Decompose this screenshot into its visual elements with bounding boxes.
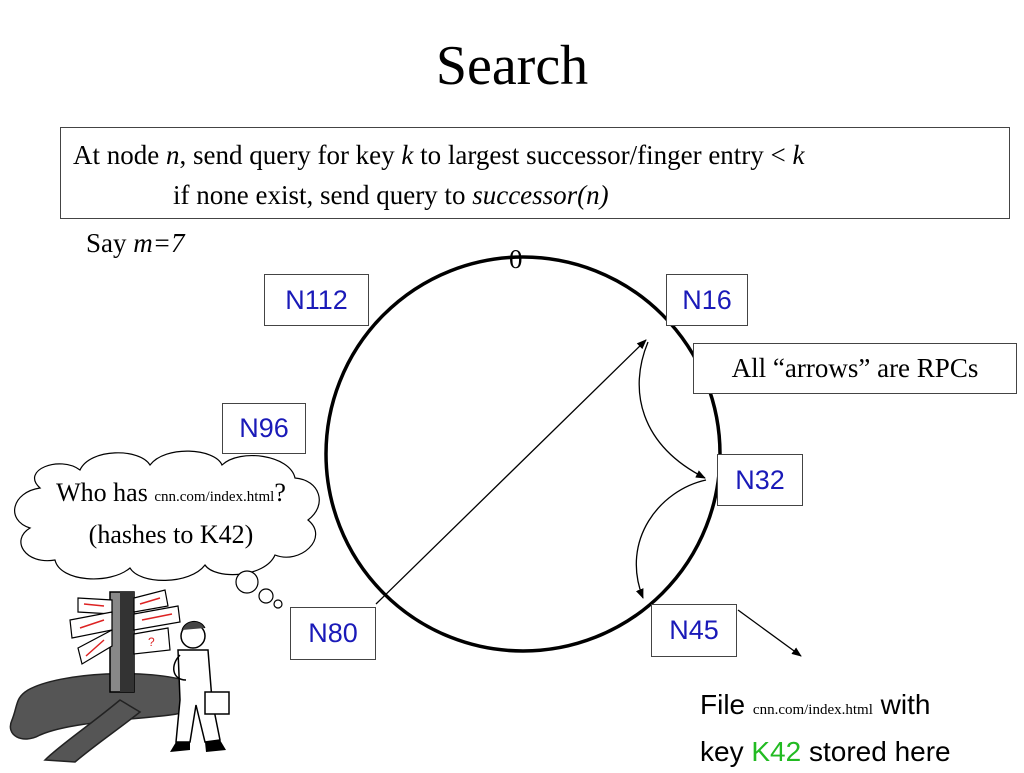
node-n32: N32: [717, 454, 803, 506]
thought-bubble-dot: [273, 599, 283, 609]
rpc-note-box: All “arrows” are RPCs: [693, 343, 1017, 394]
file-note-text: key: [700, 736, 752, 767]
node-n45: N45: [651, 604, 737, 657]
file-storage-note: File cnn.com/index.html with key K42 sto…: [700, 684, 1020, 773]
rule-text: , send query for key: [179, 140, 402, 170]
svg-text:?: ?: [148, 635, 155, 649]
question-text: ?: [274, 478, 286, 507]
rule-var-k: k: [792, 140, 805, 170]
say-value: m=7: [133, 228, 185, 258]
file-note-key: K42: [751, 736, 802, 767]
file-note-filename: cnn.com/index.html: [752, 702, 873, 718]
node-n16: N16: [666, 274, 748, 326]
search-rule-box: At node n, send query for key k to large…: [60, 127, 1010, 219]
confused-person-signpost-illustration: ?: [9, 589, 230, 763]
file-note-text: File: [700, 689, 753, 720]
thought-bubble-dot: [235, 570, 259, 594]
file-note-line-2: key K42 stored here: [700, 731, 1020, 773]
slide-title: Search: [435, 35, 589, 97]
rule-text: to largest successor/finger entry <: [413, 140, 793, 170]
rule-successor-fn: successor(n): [472, 180, 609, 210]
file-note-line-1: File cnn.com/index.html with: [700, 684, 1020, 731]
question-line-2: (hashes to K42): [88, 520, 254, 549]
node-n112: N112: [264, 274, 369, 326]
thought-bubble-dot: [258, 588, 274, 604]
say-m-label: Say m=7: [86, 228, 184, 259]
question-text: Who has: [56, 478, 155, 507]
rule-text: At node: [73, 140, 166, 170]
ring-zero-label: 0: [509, 244, 523, 274]
thought-cloud: [14, 450, 320, 581]
rule-var-n: n: [165, 140, 180, 170]
chord-ring: [324, 255, 722, 653]
lookup-question: Who has cnn.com/index.html? (hashes to K…: [16, 474, 326, 554]
file-note-text: with: [872, 689, 931, 720]
rule-line-2: if none exist, send query to successor(n…: [173, 180, 609, 211]
node-n80: N80: [290, 607, 376, 660]
file-note-text: stored here: [801, 736, 951, 767]
rpc-arrow-n16-to-n32: [638, 341, 706, 479]
rule-text: if none exist, send query to: [173, 180, 473, 210]
node-n96: N96: [222, 403, 306, 454]
rpc-arrow-n80-to-n16: [375, 339, 647, 605]
rule-var-k: k: [401, 140, 414, 170]
say-prefix: Say: [86, 228, 134, 258]
question-line-1: Who has cnn.com/index.html?: [16, 474, 326, 516]
question-filename: cnn.com/index.html: [154, 489, 275, 505]
storage-pointer-arrow: [737, 609, 802, 657]
rpc-arrow-n32-to-n45: [635, 479, 707, 599]
rule-line-1: At node n, send query for key k to large…: [73, 140, 805, 171]
